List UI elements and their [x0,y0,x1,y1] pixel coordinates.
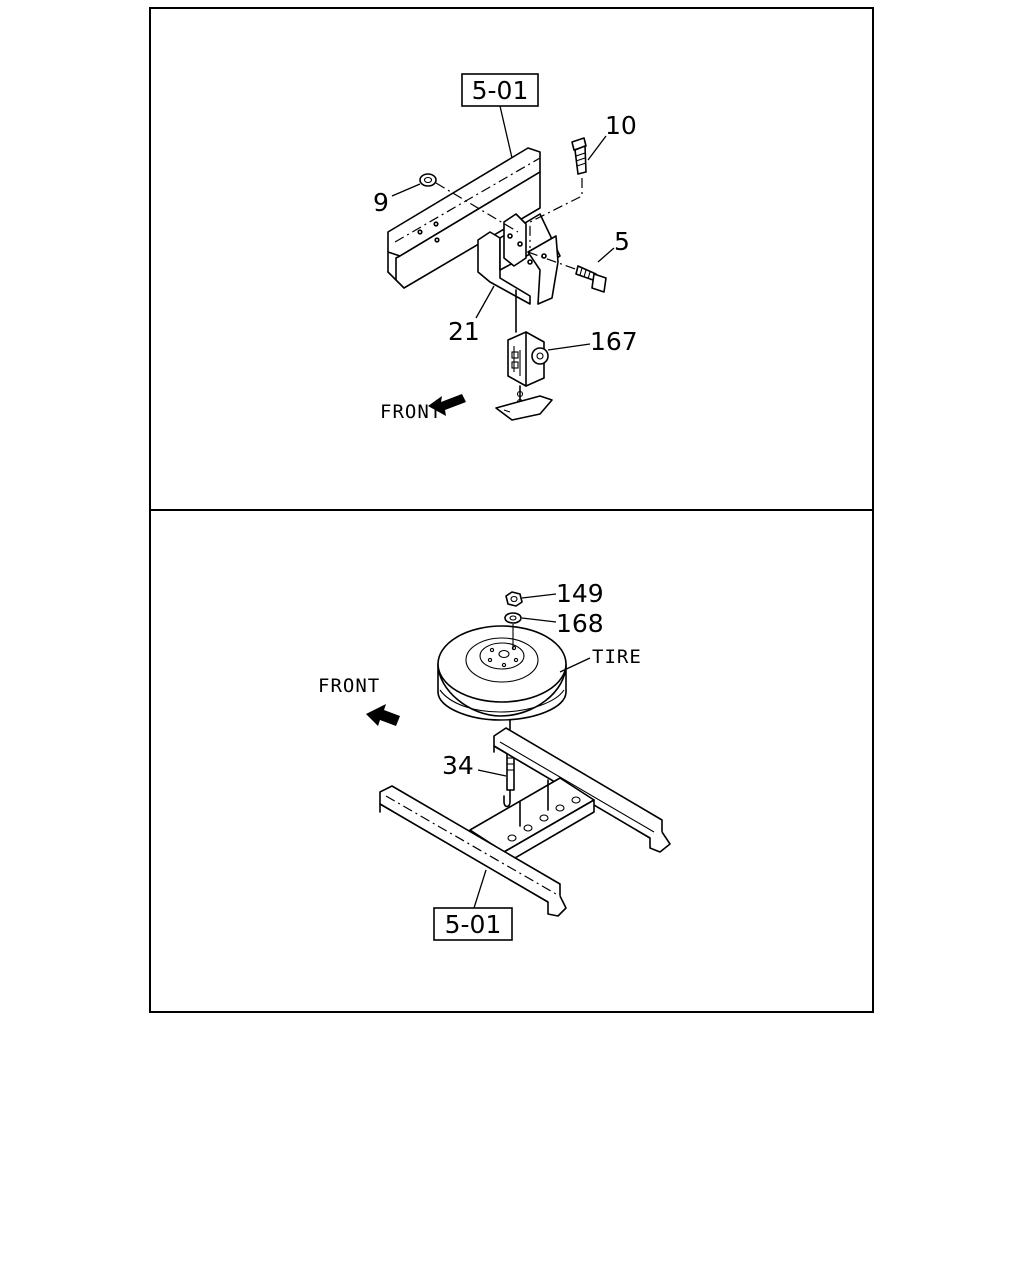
lower-leader-tire [559,657,591,673]
lower-reference-box: 5-01 [433,907,513,941]
upper-bracket [477,213,561,305]
upper-leader-167 [547,343,591,351]
lower-front-label: FRONT [318,675,380,697]
upper-front-arrow-icon [428,394,466,416]
lower-reference-leader [473,869,487,909]
upper-callout-10: 10 [605,111,637,140]
lower-nut-149 [505,591,523,607]
upper-leader-5 [597,247,615,263]
upper-bolt-5 [527,251,607,293]
lower-spare-tire [437,624,567,721]
lower-rear-rail [493,727,671,853]
upper-callout-167: 167 [590,327,638,356]
upper-nut-9 [419,173,519,233]
lower-callout-149: 149 [556,579,604,608]
lower-front-rail [379,785,567,917]
upper-reference-box: 5-01 [461,73,539,107]
lower-panel-frame [149,509,874,1013]
lower-leader-34 [477,769,507,777]
lower-callout-34: 34 [442,751,474,780]
upper-callout-9: 9 [373,188,389,217]
lower-leader-168 [521,617,557,623]
upper-callout-5: 5 [614,227,630,256]
upper-reference-label: 5-01 [472,76,529,105]
upper-bolt-10 [529,137,587,248]
upper-carrier-167 [495,289,553,421]
upper-reference-leader [499,105,513,159]
upper-front-label: FRONT [380,401,442,423]
upper-callout-21: 21 [448,317,480,346]
upper-leader-10 [587,135,607,161]
lower-washer-168 [504,612,522,624]
lower-reference-label: 5-01 [445,910,502,939]
lower-front-arrow-icon [366,704,400,726]
upper-leader-9 [391,183,421,197]
upper-panel: 5-01 [149,7,874,511]
lower-panel: 149 168 TIRE FRONT [149,509,874,1013]
lower-tire-label: TIRE [592,646,642,668]
lower-callout-168: 168 [556,609,604,638]
upper-frame-rail [387,147,541,289]
upper-leader-21 [475,285,495,319]
lower-leader-149 [521,593,557,599]
